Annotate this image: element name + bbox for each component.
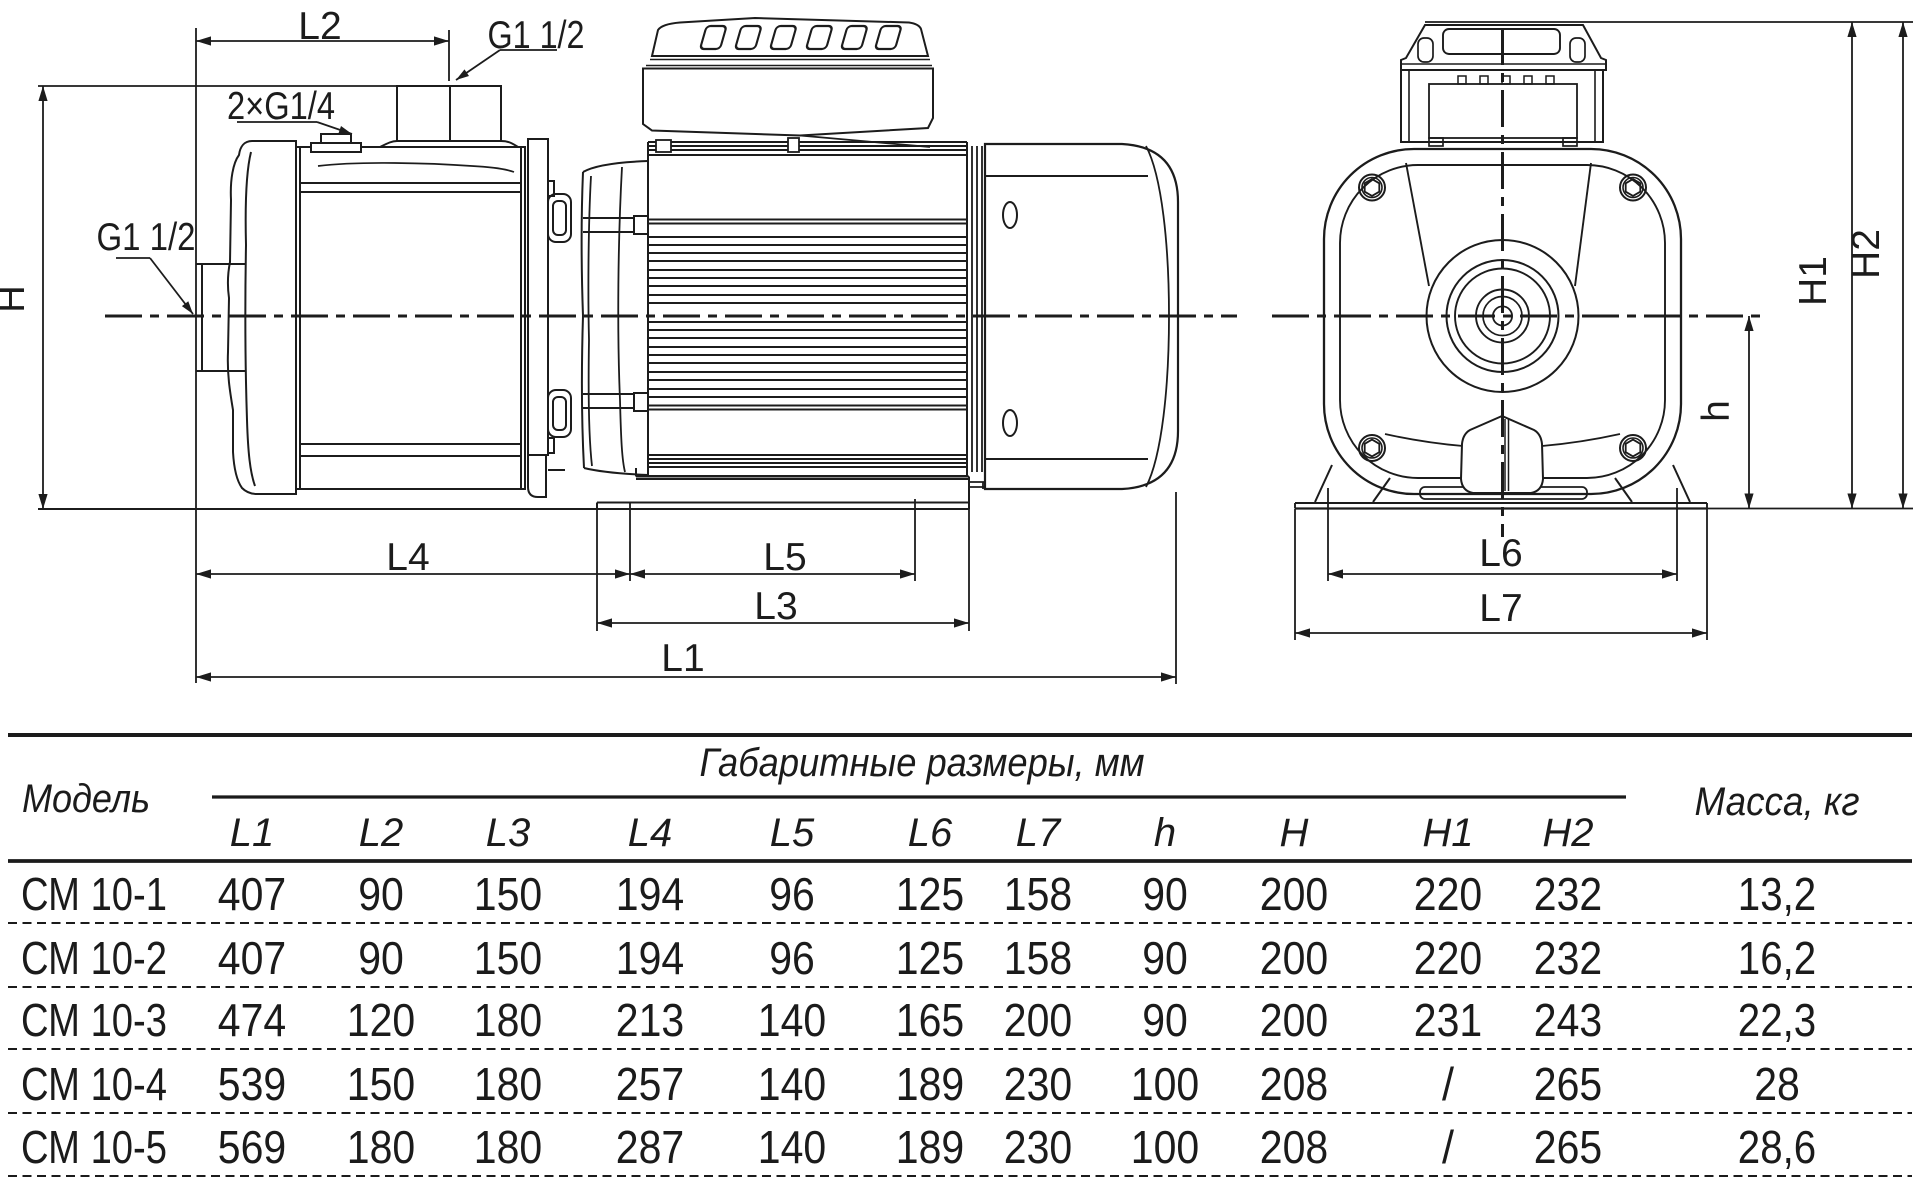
svg-text:194: 194 <box>616 868 684 920</box>
svg-text:СМ 10-3: СМ 10-3 <box>21 994 167 1046</box>
svg-text:407: 407 <box>218 932 286 984</box>
svg-text:L7: L7 <box>1016 811 1062 855</box>
svg-text:200: 200 <box>1260 868 1328 920</box>
svg-text:СМ 10-4: СМ 10-4 <box>21 1058 167 1110</box>
svg-text:h: h <box>1695 400 1738 422</box>
svg-text:200: 200 <box>1260 932 1328 984</box>
svg-text:140: 140 <box>758 1121 826 1173</box>
svg-text:125: 125 <box>896 932 964 984</box>
svg-text:265: 265 <box>1534 1121 1602 1173</box>
svg-text:100: 100 <box>1131 1058 1199 1110</box>
svg-text:H: H <box>0 285 33 312</box>
svg-text:96: 96 <box>769 868 815 920</box>
svg-text:150: 150 <box>474 868 542 920</box>
svg-text:L4: L4 <box>628 811 673 855</box>
svg-text:СМ 10-1: СМ 10-1 <box>21 868 167 920</box>
svg-text:150: 150 <box>347 1058 415 1110</box>
svg-text:13,2: 13,2 <box>1738 868 1816 920</box>
svg-text:208: 208 <box>1260 1058 1328 1110</box>
svg-text:H1: H1 <box>1422 811 1473 855</box>
svg-text:L5: L5 <box>763 536 806 579</box>
svg-text:L7: L7 <box>1479 587 1522 630</box>
svg-text:L5: L5 <box>770 811 815 855</box>
svg-text:/: / <box>1442 1121 1454 1173</box>
svg-text:L3: L3 <box>486 811 531 855</box>
svg-text:230: 230 <box>1004 1058 1072 1110</box>
svg-text:Габаритные размеры, мм: Габаритные размеры, мм <box>700 741 1145 785</box>
svg-text:220: 220 <box>1414 932 1482 984</box>
svg-text:L6: L6 <box>1479 532 1522 575</box>
svg-text:180: 180 <box>474 994 542 1046</box>
svg-text:165: 165 <box>896 994 964 1046</box>
svg-text:180: 180 <box>347 1121 415 1173</box>
svg-text:180: 180 <box>474 1058 542 1110</box>
svg-text:265: 265 <box>1534 1058 1602 1110</box>
svg-text:189: 189 <box>896 1058 964 1110</box>
svg-text:220: 220 <box>1414 868 1482 920</box>
svg-text:569: 569 <box>218 1121 286 1173</box>
svg-text:213: 213 <box>616 994 684 1046</box>
svg-text:140: 140 <box>758 1058 826 1110</box>
svg-text:180: 180 <box>474 1121 542 1173</box>
svg-text:232: 232 <box>1534 932 1602 984</box>
svg-text:539: 539 <box>218 1058 286 1110</box>
svg-text:H2: H2 <box>1542 811 1593 855</box>
svg-text:231: 231 <box>1414 994 1482 1046</box>
svg-text:407: 407 <box>218 868 286 920</box>
svg-text:L1: L1 <box>230 811 275 855</box>
svg-text:/: / <box>1442 1058 1454 1110</box>
svg-text:232: 232 <box>1534 868 1602 920</box>
svg-text:125: 125 <box>896 868 964 920</box>
svg-text:150: 150 <box>474 932 542 984</box>
svg-text:230: 230 <box>1004 1121 1072 1173</box>
svg-text:140: 140 <box>758 994 826 1046</box>
svg-text:2×G1/4: 2×G1/4 <box>227 85 335 128</box>
svg-text:287: 287 <box>616 1121 684 1173</box>
svg-text:189: 189 <box>896 1121 964 1173</box>
svg-text:28,6: 28,6 <box>1738 1121 1816 1173</box>
svg-text:СМ 10-5: СМ 10-5 <box>21 1121 167 1173</box>
svg-text:90: 90 <box>1142 994 1188 1046</box>
svg-text:120: 120 <box>347 994 415 1046</box>
svg-text:L4: L4 <box>386 536 429 579</box>
svg-text:L1: L1 <box>661 637 704 680</box>
svg-text:90: 90 <box>1142 868 1188 920</box>
svg-text:158: 158 <box>1004 932 1072 984</box>
svg-text:L3: L3 <box>754 585 797 628</box>
svg-text:96: 96 <box>769 932 815 984</box>
svg-text:28: 28 <box>1754 1058 1800 1110</box>
svg-text:22,3: 22,3 <box>1738 994 1816 1046</box>
svg-text:16,2: 16,2 <box>1738 932 1816 984</box>
svg-text:200: 200 <box>1260 994 1328 1046</box>
svg-text:L2: L2 <box>359 811 404 855</box>
svg-text:90: 90 <box>358 868 404 920</box>
svg-text:h: h <box>1154 811 1176 855</box>
svg-text:243: 243 <box>1534 994 1602 1046</box>
svg-text:158: 158 <box>1004 868 1072 920</box>
svg-text:200: 200 <box>1004 994 1072 1046</box>
svg-text:Масса, кг: Масса, кг <box>1695 780 1860 824</box>
svg-text:H1: H1 <box>1792 256 1835 306</box>
svg-text:G1 1/2: G1 1/2 <box>97 216 196 259</box>
svg-text:Модель: Модель <box>22 777 150 821</box>
svg-text:208: 208 <box>1260 1121 1328 1173</box>
svg-text:L2: L2 <box>298 5 341 48</box>
svg-text:100: 100 <box>1131 1121 1199 1173</box>
svg-text:474: 474 <box>218 994 286 1046</box>
svg-text:H2: H2 <box>1845 229 1888 279</box>
svg-text:H: H <box>1280 811 1309 855</box>
svg-text:90: 90 <box>358 932 404 984</box>
svg-text:СМ 10-2: СМ 10-2 <box>21 932 167 984</box>
svg-text:194: 194 <box>616 932 684 984</box>
svg-text:257: 257 <box>616 1058 684 1110</box>
svg-text:90: 90 <box>1142 932 1188 984</box>
svg-text:L6: L6 <box>908 811 953 855</box>
